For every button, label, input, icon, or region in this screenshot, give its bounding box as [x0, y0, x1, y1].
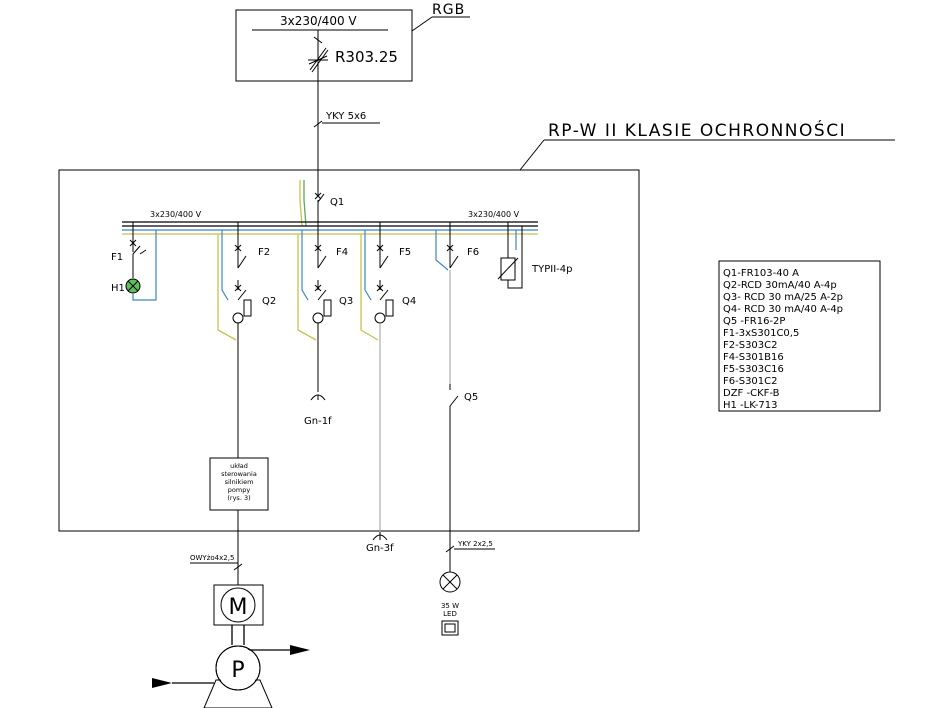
- q4-label: Q4: [402, 296, 416, 307]
- pump: P: [152, 645, 310, 708]
- f6-q5-circuit: F6 Q5: [435, 222, 479, 572]
- panel-title: RP-W II KLASIE OCHRONNOŚCI: [548, 119, 846, 141]
- motor-control-box: układ sterowania silnikiem pompy (rys. 3…: [209, 457, 269, 511]
- led-lamp: YKY 2x2,5 35 W LED: [439, 540, 495, 636]
- gn3-label: Gn-3f: [366, 543, 394, 554]
- f1-label: F1: [111, 252, 123, 263]
- legend-item-3: Q3- RCD 30 mA/25 A-2p: [723, 292, 843, 303]
- control-box-line-5: (rys. 3): [227, 494, 250, 502]
- control-box-line-4: pompy: [228, 486, 251, 494]
- f1-h1-circuit: F1 H1: [111, 222, 157, 301]
- motor-label: M: [229, 595, 248, 620]
- pump-label: P: [231, 658, 244, 683]
- busbars: 3x230/400 V 3x230/400 V: [122, 210, 538, 235]
- q2-label: Q2: [262, 296, 276, 307]
- q1-label: Q1: [330, 197, 344, 208]
- lamp-type-label: LED: [443, 610, 457, 618]
- pump-outlet-arrow: [290, 645, 310, 655]
- pump-inlet-arrow: [152, 678, 172, 688]
- legend-item-5: Q5 -FR16-2P: [723, 316, 785, 327]
- spd-label: TYPII-4p: [531, 264, 572, 275]
- control-box-line-3: silnikiem: [225, 478, 254, 486]
- legend-item-10: F6-S301C2: [723, 376, 778, 387]
- rgb-fuse-label: R303.25: [335, 48, 398, 66]
- gn1-label: Gn-1f: [304, 416, 332, 427]
- control-box-line-2: sterowania: [221, 470, 257, 478]
- legend-item-1: Q1-FR103-40 A: [723, 268, 799, 279]
- surge-protector: TYPII-4p: [497, 222, 572, 289]
- legend-item-4: Q4- RCD 30 mA/40 A-4p: [723, 304, 843, 315]
- legend-item-8: F4-S301B16: [723, 352, 784, 363]
- legend-item-12: H1 -LK-713: [723, 400, 777, 411]
- lamp-power-label: 35 W: [441, 602, 459, 610]
- f2-q2-circuit: F2 Q2: [217, 222, 276, 458]
- bus-voltage-left: 3x230/400 V: [150, 210, 202, 219]
- rgb-switchboard: RGB 3x230/400 V R303.25: [235, 2, 470, 82]
- rgb-voltage: 3x230/400 V: [280, 14, 357, 28]
- h1-label: H1: [111, 283, 125, 294]
- legend-item-2: Q2-RCD 30mA/40 A-4p: [723, 280, 837, 291]
- q5-label: Q5: [464, 392, 478, 403]
- legend-box: Q1-FR103-40 A Q2-RCD 30mA/40 A-4p Q3- RC…: [718, 260, 881, 412]
- legend-item-6: F1-3xS301C0,5: [723, 328, 799, 339]
- legend-item-7: F2-S303C2: [723, 340, 778, 351]
- f5-label: F5: [399, 247, 411, 258]
- bus-voltage-right: 3x230/400 V: [468, 210, 520, 219]
- rgb-label: RGB: [432, 2, 465, 18]
- legend-item-11: DZF -CKF-B: [723, 388, 780, 399]
- f2-label: F2: [258, 247, 270, 258]
- fuse-symbol: [308, 47, 329, 73]
- rp-w-panel: RP-W II KLASIE OCHRONNOŚCI: [58, 119, 895, 532]
- lamp-cable-label: YKY 2x2,5: [457, 540, 493, 548]
- motor: M: [213, 584, 264, 645]
- control-box-line-1: układ: [230, 462, 248, 470]
- q1-switch: Q1: [299, 180, 344, 227]
- f6-label: F6: [467, 247, 479, 258]
- legend-item-9: F5-S303C16: [723, 364, 784, 375]
- q3-label: Q3: [339, 296, 353, 307]
- motor-cable-label: OWYżo4x2,5: [190, 554, 234, 562]
- f4-q3-circuit: F4 Q3 Gn-1f: [297, 222, 353, 427]
- feed-cable-label: YKY 5x6: [325, 111, 366, 122]
- f4-label: F4: [336, 247, 348, 258]
- f5-q4-circuit: F5 Q4 Gn-3f: [360, 222, 416, 554]
